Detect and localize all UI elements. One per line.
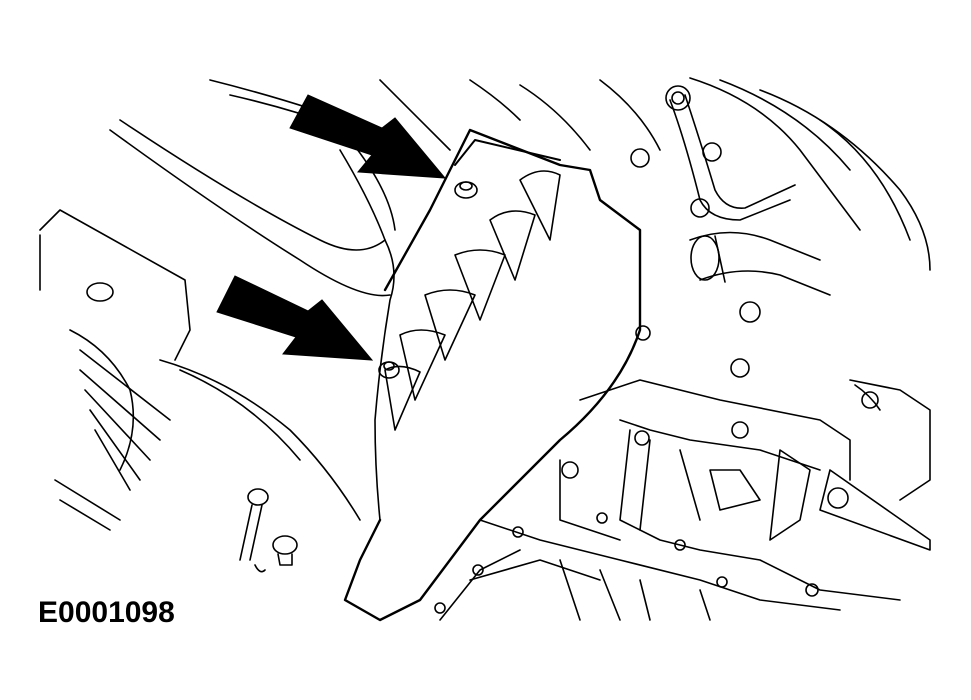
shield-hole — [86, 282, 114, 302]
engine-bolts — [561, 142, 879, 509]
upper-structure-lines — [209, 77, 931, 271]
cover-bolt-lower — [378, 361, 400, 379]
figure-code: E0001098 — [38, 596, 175, 629]
left-heat-shield — [39, 209, 361, 531]
clip-fittings — [239, 488, 298, 573]
intake-shroud — [109, 119, 396, 521]
cover-plate — [343, 128, 642, 622]
coolant-pipe — [665, 85, 796, 221]
lower-housing — [434, 512, 841, 621]
transmission-bracket — [559, 379, 931, 601]
cover-bolt-upper — [454, 181, 478, 199]
callout-arrow-upper — [289, 94, 447, 179]
callout-arrow-lower — [216, 275, 374, 361]
hose — [689, 231, 831, 296]
fins — [384, 170, 561, 431]
